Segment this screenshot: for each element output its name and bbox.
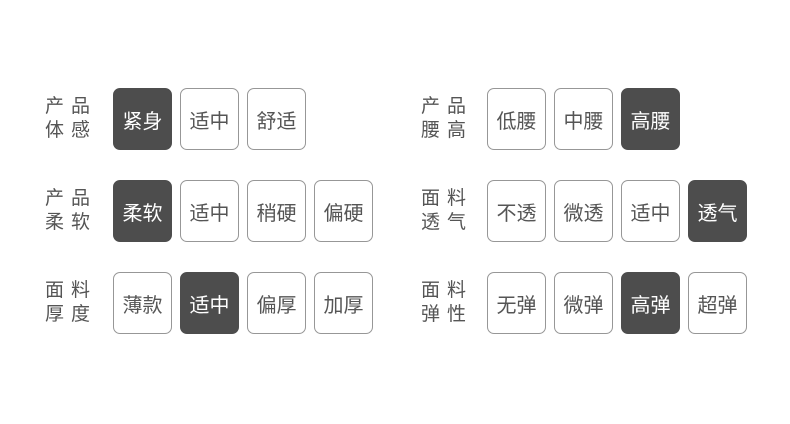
row-label-fabric-elasticity: 面料 弹性	[421, 279, 487, 327]
row-label-line: 弹性	[421, 304, 474, 325]
option-button[interactable]: 低腰	[487, 88, 546, 150]
option-button[interactable]: 中腰	[554, 88, 613, 150]
row-label-line: 产品	[421, 96, 474, 117]
option-button[interactable]: 不透	[487, 180, 546, 242]
option-button[interactable]: 高腰	[621, 88, 680, 150]
attribute-row-product-feel: 产品 体感 紧身 适中 舒适	[45, 88, 373, 150]
row-label-line: 柔软	[45, 212, 98, 233]
row-label-line: 腰高	[421, 120, 474, 141]
option-button[interactable]: 舒适	[247, 88, 306, 150]
option-button[interactable]: 适中	[180, 88, 239, 150]
row-label-line: 体感	[45, 120, 98, 141]
attribute-group-right: 产品 腰高 低腰 中腰 高腰 面料 透气 不透 微透 适中 透气 面	[421, 88, 747, 364]
row-label-line: 厚度	[45, 304, 98, 325]
row-label-product-feel: 产品 体感	[45, 95, 113, 143]
attribute-group-left: 产品 体感 紧身 适中 舒适 产品 柔软 柔软 适中 稍硬 偏硬 面	[45, 88, 373, 364]
option-list: 无弹 微弹 高弹 超弹	[487, 272, 747, 334]
option-list: 不透 微透 适中 透气	[487, 180, 747, 242]
attribute-row-fabric-breathability: 面料 透气 不透 微透 适中 透气	[421, 180, 747, 242]
row-label-line: 面料	[421, 188, 474, 209]
attribute-row-fabric-elasticity: 面料 弹性 无弹 微弹 高弹 超弹	[421, 272, 747, 334]
option-button[interactable]: 微弹	[554, 272, 613, 334]
row-label-line: 产品	[45, 188, 98, 209]
row-label-product-softness: 产品 柔软	[45, 187, 113, 235]
option-button[interactable]: 高弹	[621, 272, 680, 334]
option-button[interactable]: 柔软	[113, 180, 172, 242]
option-list: 低腰 中腰 高腰	[487, 88, 680, 150]
option-button[interactable]: 无弹	[487, 272, 546, 334]
row-label-line: 面料	[421, 280, 474, 301]
attribute-row-waist-height: 产品 腰高 低腰 中腰 高腰	[421, 88, 747, 150]
row-label-line: 透气	[421, 212, 474, 233]
row-label-fabric-thickness: 面料 厚度	[45, 279, 113, 327]
option-list: 薄款 适中 偏厚 加厚	[113, 272, 373, 334]
option-button[interactable]: 微透	[554, 180, 613, 242]
row-label-waist-height: 产品 腰高	[421, 95, 487, 143]
option-list: 紧身 适中 舒适	[113, 88, 306, 150]
option-button[interactable]: 超弹	[688, 272, 747, 334]
option-list: 柔软 适中 稍硬 偏硬	[113, 180, 373, 242]
row-label-fabric-breathability: 面料 透气	[421, 187, 487, 235]
option-button[interactable]: 适中	[621, 180, 680, 242]
row-label-line: 产品	[45, 96, 98, 117]
attribute-row-fabric-thickness: 面料 厚度 薄款 适中 偏厚 加厚	[45, 272, 373, 334]
option-button[interactable]: 薄款	[113, 272, 172, 334]
option-button[interactable]: 偏厚	[247, 272, 306, 334]
option-button[interactable]: 适中	[180, 180, 239, 242]
option-button[interactable]: 稍硬	[247, 180, 306, 242]
option-button[interactable]: 紧身	[113, 88, 172, 150]
option-button[interactable]: 透气	[688, 180, 747, 242]
attribute-row-product-softness: 产品 柔软 柔软 适中 稍硬 偏硬	[45, 180, 373, 242]
option-button[interactable]: 适中	[180, 272, 239, 334]
option-button[interactable]: 加厚	[314, 272, 373, 334]
option-button[interactable]: 偏硬	[314, 180, 373, 242]
row-label-line: 面料	[45, 280, 98, 301]
